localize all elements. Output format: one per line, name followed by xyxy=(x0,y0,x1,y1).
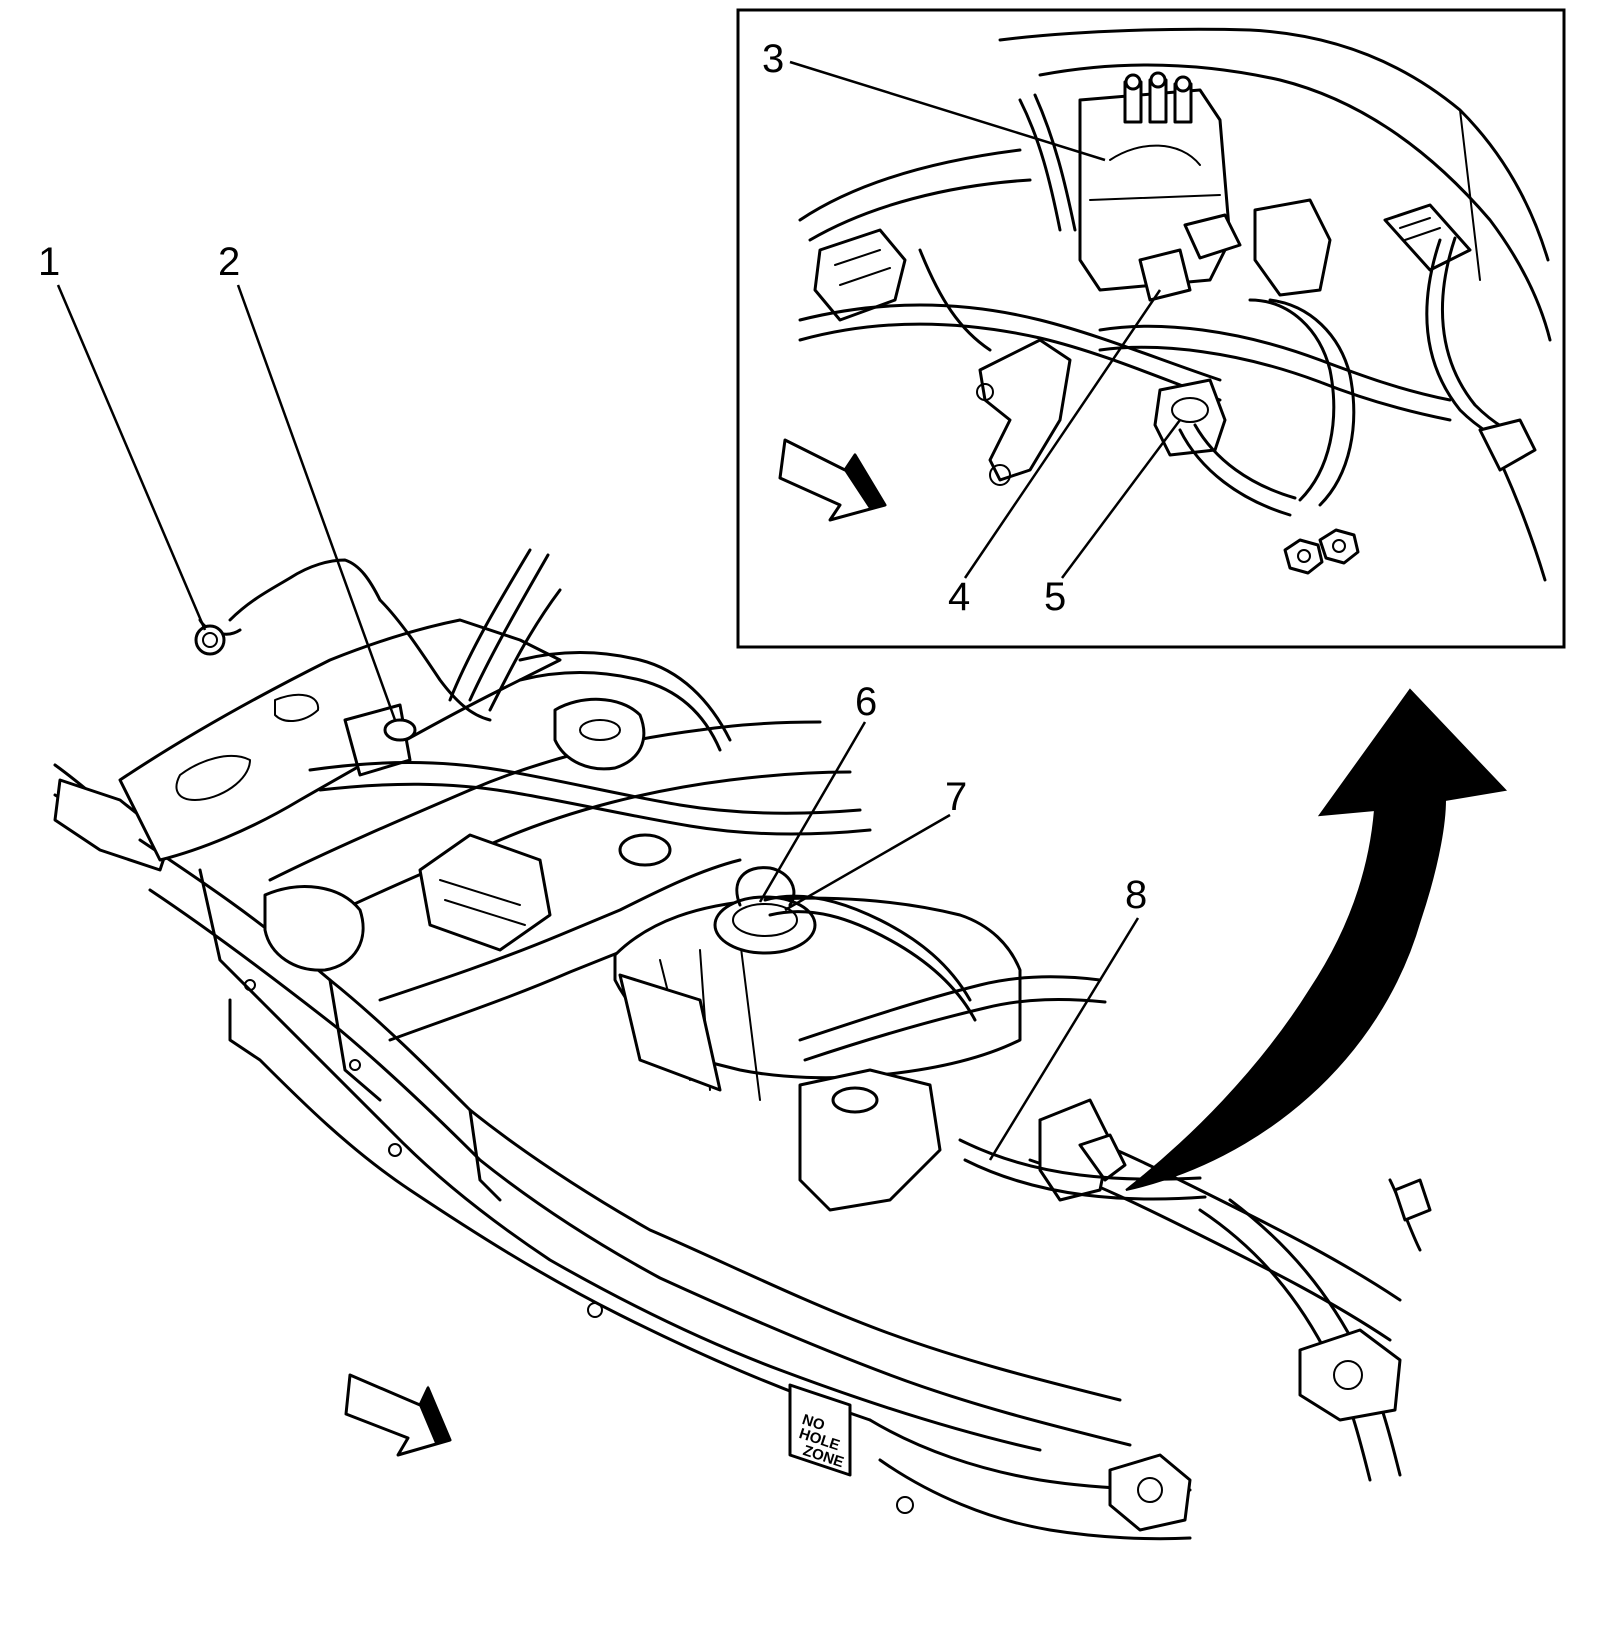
callout-6: 6 xyxy=(758,680,877,903)
callout-label: 8 xyxy=(1125,873,1147,917)
callout-2: 2 xyxy=(218,240,397,721)
callout-label: 2 xyxy=(218,240,240,284)
detail-inset: 3 4 5 xyxy=(736,8,1566,649)
callout-label: 1 xyxy=(38,240,60,284)
stencil-line-1: NO xyxy=(800,1411,827,1434)
curved-detail-arrow-icon xyxy=(1125,688,1508,1191)
callout-3: 3 xyxy=(762,37,1106,162)
vehicle-frame-artwork: NO HOLE ZONE xyxy=(53,548,1432,1541)
front-direction-arrow-icon xyxy=(344,1373,452,1457)
callout-label: 4 xyxy=(948,575,970,619)
callout-label: 7 xyxy=(945,775,967,819)
callout-7: 7 xyxy=(784,775,967,912)
callout-5: 5 xyxy=(1044,419,1182,619)
no-hole-zone-stencil: NO HOLE ZONE xyxy=(788,1383,852,1477)
front-direction-arrow-icon xyxy=(778,438,887,522)
callout-4: 4 xyxy=(948,289,1162,619)
callout-1: 1 xyxy=(38,240,207,631)
callout-label: 3 xyxy=(762,37,784,81)
detail-inset-artwork xyxy=(798,27,1552,582)
callout-label: 5 xyxy=(1044,575,1066,619)
callout-label: 6 xyxy=(855,680,877,724)
callout-8: 8 xyxy=(988,873,1147,1161)
